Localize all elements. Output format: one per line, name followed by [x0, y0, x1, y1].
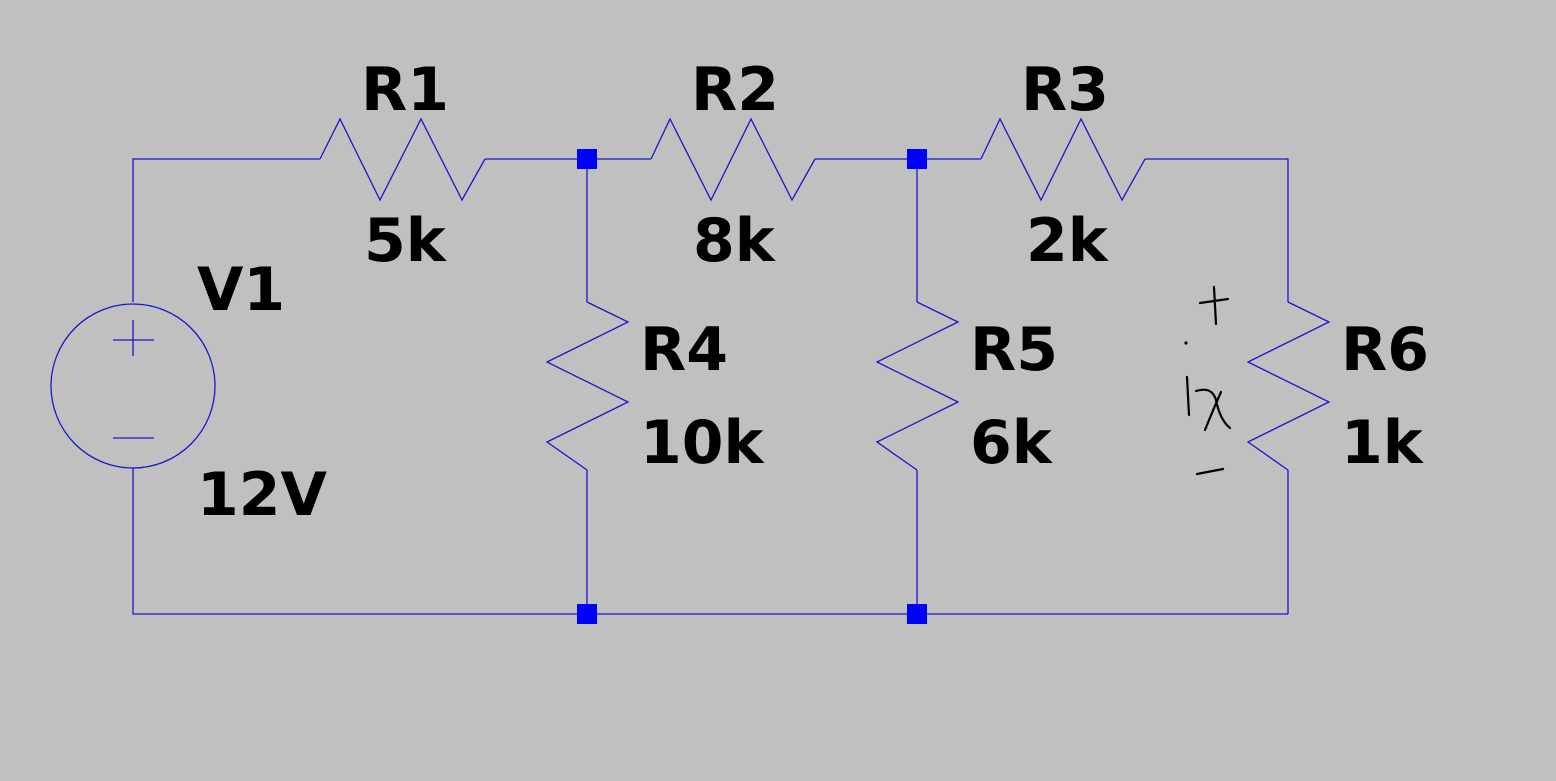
- r1-name-label: R1: [361, 55, 449, 125]
- voltage-source-v1: [50, 303, 216, 469]
- resistor-r2: [650, 117, 816, 202]
- ix-minus-mark: [1195, 467, 1225, 476]
- r3-value-label: 2k: [1026, 206, 1108, 276]
- r2-value-label: 8k: [693, 206, 775, 276]
- r2-name-label: R2: [691, 55, 779, 125]
- ix-annotation: + Ix −: [0, 0, 1232, 476]
- resistor-r4: [545, 301, 630, 471]
- ix-label-text: Ix: [0, 0, 1, 1]
- r1-value-label: 5k: [364, 206, 446, 276]
- ix-x-stroke: [1194, 388, 1232, 432]
- ix-plus-text: +: [0, 0, 1, 1]
- r6-name-label: R6: [1341, 315, 1429, 385]
- wire-ground-rail: [132, 468, 1288, 615]
- resistor-r5: [875, 301, 960, 471]
- wire-r3-to-r6: [1145, 158, 1289, 302]
- junction-dot: [577, 604, 597, 624]
- r6-value-label: 1k: [1341, 408, 1423, 478]
- r4-value-label: 10k: [640, 408, 764, 478]
- resistor-r3: [980, 117, 1146, 202]
- resistor-r6: [1246, 301, 1331, 471]
- ix-dot: [1184, 341, 1188, 345]
- junction-dot: [577, 149, 597, 169]
- resistor-r1: [319, 117, 486, 202]
- v1-name-label: V1: [197, 255, 286, 325]
- ix-plus-mark: [1198, 285, 1230, 326]
- r3-name-label: R3: [1021, 55, 1109, 125]
- ix-i-stroke: [1185, 375, 1191, 417]
- junction-dot: [907, 604, 927, 624]
- ix-minus-text: −: [0, 0, 1, 1]
- r5-value-label: 6k: [970, 408, 1052, 478]
- v1-value-label: 12V: [197, 460, 327, 530]
- r5-name-label: R5: [970, 315, 1058, 385]
- r4-name-label: R4: [640, 315, 728, 385]
- v1-plus-sign: [113, 320, 154, 356]
- junction-dot: [907, 149, 927, 169]
- wire-v1-to-r1: [132, 158, 320, 302]
